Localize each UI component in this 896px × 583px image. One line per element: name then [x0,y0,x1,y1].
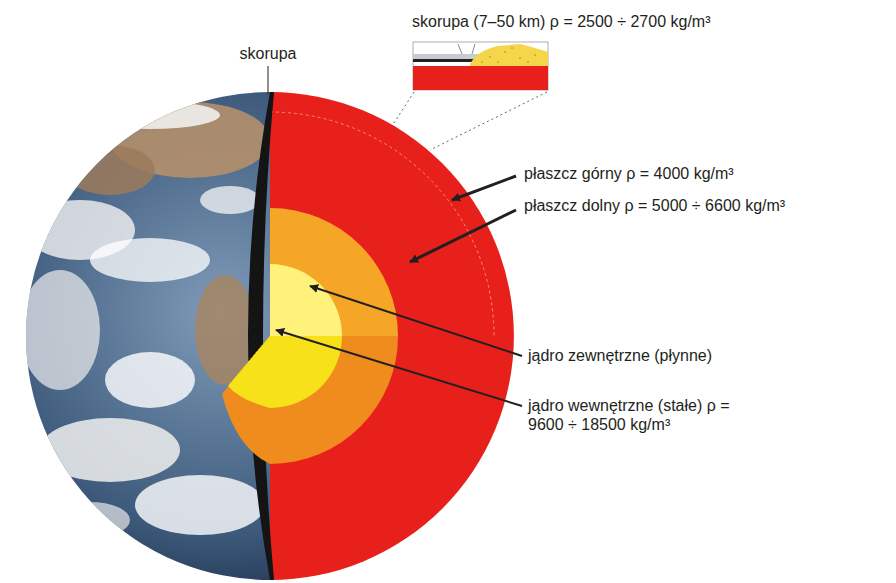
outer-core-face [270,208,398,336]
leader-arrow [276,330,522,406]
crust-inset [413,42,548,90]
globe-surface [20,92,270,580]
core-edge [228,336,270,386]
inset-leader [392,92,414,126]
leader-arrow [310,286,522,356]
part-name: skorupa [240,44,297,63]
mantle-section [270,92,514,580]
mantle-boundary [270,112,494,336]
layer-caption: jądro zewnętrzne (płynne) [528,346,712,365]
inner-core [228,336,342,408]
layer-caption: jądro wewnętrzne (stałe) ρ = 9600 ÷ 1850… [528,396,733,434]
leader-arrow [452,176,516,200]
inset-leader [430,92,547,150]
inner-core-face [270,264,342,336]
leader-line [268,66,269,94]
leader-arrow [410,210,516,262]
layer-caption: płaszcz dolny ρ = 5000 ÷ 6600 kg/m³ [524,196,785,215]
layer-caption: skorupa (7–50 km) ρ = 2500 ÷ 2700 kg/m³ [412,12,710,31]
layer-caption: płaszcz górny ρ = 4000 kg/m³ [524,164,734,183]
